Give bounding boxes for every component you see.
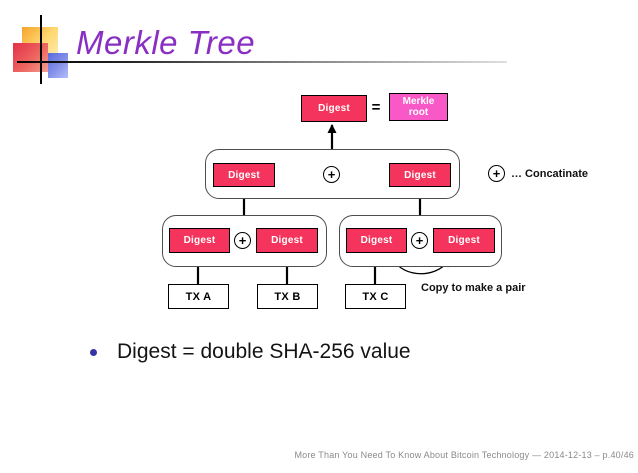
tx-a-box: TX A	[168, 284, 229, 309]
logo-square-blue	[48, 53, 68, 78]
equals-sign: =	[371, 99, 381, 116]
plus-circle-level2: +	[323, 166, 340, 183]
merkle-root-line2: root	[408, 107, 429, 118]
footer-text: More Than You Need To Know About Bitcoin…	[294, 450, 634, 460]
page-title: Merkle Tree	[76, 24, 256, 61]
logo-square-red	[13, 43, 48, 72]
plus-circle-pair-right: +	[411, 232, 428, 249]
digest-box-txb: Digest	[256, 228, 318, 253]
copy-to-make-pair-label: Copy to make a pair	[421, 282, 526, 294]
concatinate-label: … Concatinate	[511, 168, 589, 180]
digest-box-level2-left: Digest	[213, 163, 275, 187]
digest-box-root: Digest	[301, 95, 367, 122]
logo-crosshair-vertical-line	[40, 15, 42, 84]
merkle-root-line1: Merkle	[402, 96, 435, 107]
bullet-dot	[90, 349, 97, 356]
tx-c-box: TX C	[345, 284, 406, 309]
plus-circle-pair-left: +	[234, 232, 251, 249]
digest-box-txc: Digest	[346, 228, 407, 253]
digest-box-txc-copy: Digest	[433, 228, 495, 253]
bullet-text: Digest = double SHA-256 value	[117, 340, 411, 363]
digest-box-level2-right: Digest	[389, 163, 451, 187]
plus-circle-legend: +	[488, 165, 505, 182]
digest-box-txa: Digest	[169, 228, 230, 253]
title-underline-rule	[17, 61, 507, 63]
merkle-root-box: Merkle root	[389, 93, 448, 121]
tx-b-box: TX B	[257, 284, 318, 309]
